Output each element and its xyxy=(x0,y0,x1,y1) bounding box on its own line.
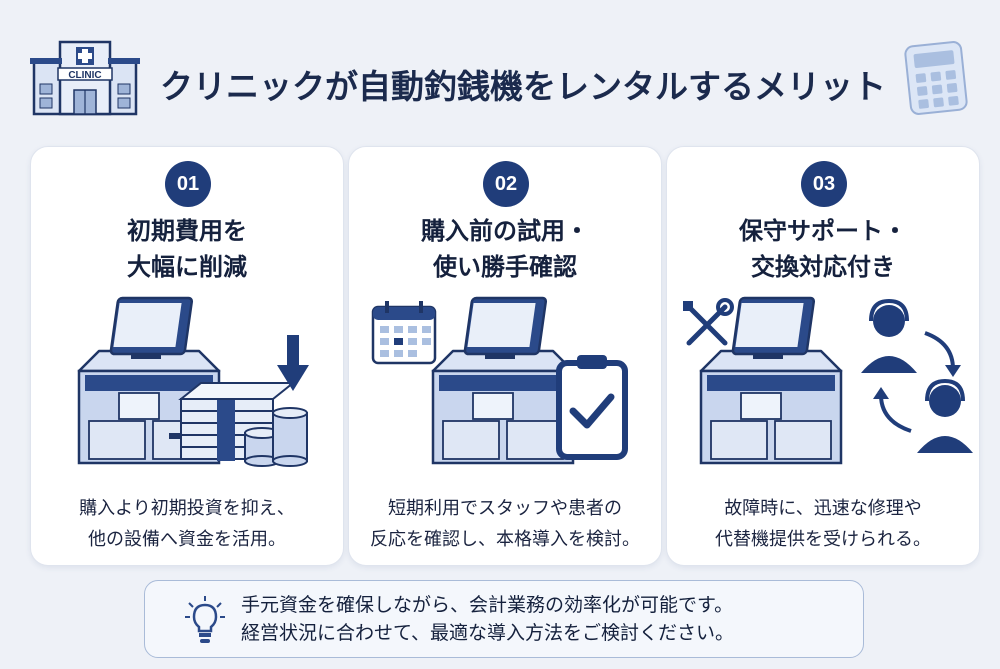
down-arrow-icon xyxy=(277,335,309,391)
header: CLINIC クリニックが自動釣銭機をレンタルするメリット xyxy=(0,0,1000,140)
card-title-line: 保守サポート・ xyxy=(739,217,907,245)
card-description-line: 他の設備へ資金を活用。 xyxy=(88,529,286,550)
card-title-line: 初期費用を xyxy=(127,217,247,245)
card-number-badge: 01 xyxy=(165,161,211,207)
card-title: 購入前の試用・ 使い勝手確認 xyxy=(359,213,651,285)
card-title: 保守サポート・ 交換対応付き xyxy=(677,213,969,285)
summary-text: 手元資金を確保しながら、会計業務の効率化が可能です。 経営状況に合わせて、最適な… xyxy=(241,591,734,647)
card-description: 購入より初期投資を抑え、 他の設備へ資金を活用。 xyxy=(39,493,335,555)
card-illustration xyxy=(77,296,309,467)
cash-machine-icon xyxy=(699,296,843,465)
card-number-badge: 03 xyxy=(801,161,847,207)
exchange-arrows-icon xyxy=(873,331,961,433)
card-description-line: 故障時に、迅速な修理や xyxy=(724,498,922,519)
cash-machine-icon xyxy=(431,296,575,465)
card-description: 短期利用でスタッフや患者の 反応を確認し、本格導入を検討。 xyxy=(357,493,653,555)
card-title: 初期費用を 大幅に削減 xyxy=(41,213,333,285)
card-title-line: 購入前の試用・ xyxy=(421,217,589,245)
checklist-clipboard-icon xyxy=(556,355,628,460)
card-description-line: 反応を確認し、本格導入を検討。 xyxy=(370,529,640,550)
merit-card-3: 03 保守サポート・ 交換対応付き xyxy=(666,146,980,566)
card-number-badge: 02 xyxy=(483,161,529,207)
card-illustration xyxy=(371,296,628,465)
clinic-building-icon: CLINIC xyxy=(30,40,140,116)
calculator-icon xyxy=(904,41,968,115)
clinic-sign-text: CLINIC xyxy=(68,70,101,81)
calendar-icon xyxy=(371,301,437,365)
summary-line: 手元資金を確保しながら、会計業務の効率化が可能です。 xyxy=(241,594,734,616)
tools-icon xyxy=(683,298,734,346)
card-description-line: 短期利用でスタッフや患者の xyxy=(388,498,622,519)
page-title: クリニックが自動釣銭機をレンタルするメリット xyxy=(160,67,886,106)
merit-card-2: 02 購入前の試用・ 使い勝手確認 xyxy=(348,146,662,566)
lightbulb-icon xyxy=(185,596,225,643)
card-title-line: 使い勝手確認 xyxy=(433,253,577,281)
card-description: 故障時に、迅速な修理や 代替機提供を受けられる。 xyxy=(675,493,971,555)
support-agent-icon xyxy=(861,298,973,453)
card-title-line: 交換対応付き xyxy=(751,253,895,281)
card-description-line: 購入より初期投資を抑え、 xyxy=(79,498,295,519)
card-description-line: 代替機提供を受けられる。 xyxy=(715,529,931,550)
coin-stack-icon xyxy=(244,407,308,467)
card-title-line: 大幅に削減 xyxy=(127,253,247,281)
card-illustration xyxy=(683,296,973,465)
merit-card-1: 01 初期費用を 大幅に削減 xyxy=(30,146,344,566)
summary-line: 経営状況に合わせて、最適な導入方法をご検討ください。 xyxy=(241,622,735,644)
summary-note: 手元資金を確保しながら、会計業務の効率化が可能です。 経営状況に合わせて、最適な… xyxy=(144,580,864,658)
